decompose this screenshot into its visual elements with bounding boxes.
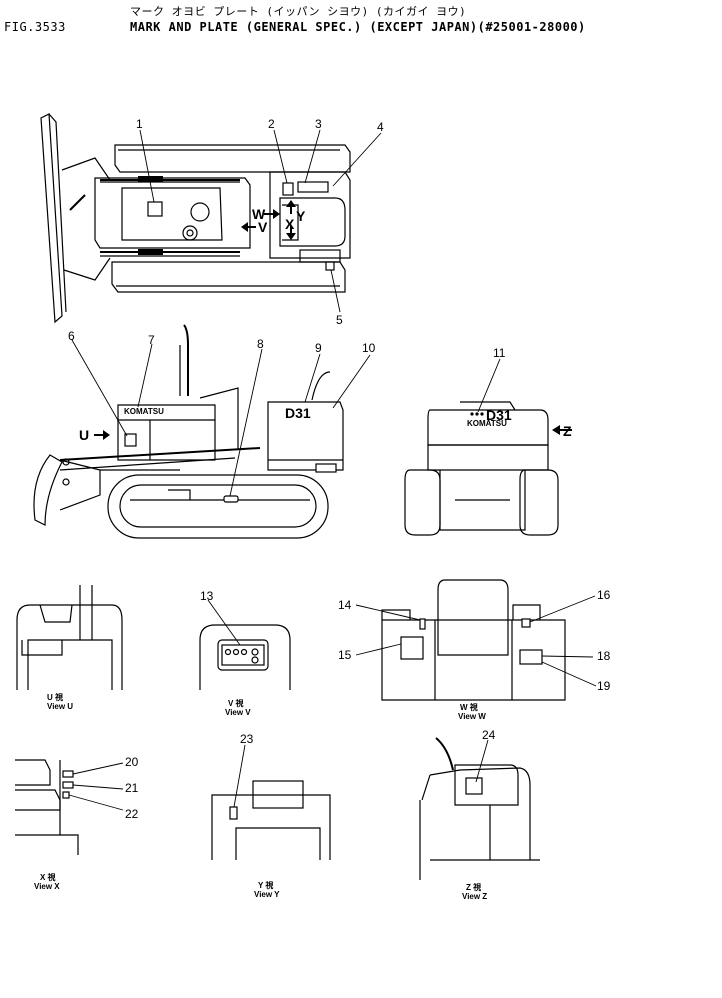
view-w-caption: View W: [458, 712, 486, 721]
view-u-kanji: U 視: [47, 692, 63, 702]
callout-15: 15: [338, 648, 352, 662]
view-x-kanji: X 視: [40, 872, 56, 882]
view-y-caption: View Y: [254, 890, 280, 899]
view-arrow-x-label: X: [285, 216, 295, 232]
model-label-side: D31: [285, 405, 311, 421]
callout-21: 21: [125, 781, 139, 795]
callout-19: 19: [597, 679, 611, 693]
side-view-drawing: [33, 324, 344, 539]
callout-1: 1: [136, 117, 143, 131]
callout-23: 23: [240, 732, 254, 746]
view-arrow-v-label: V: [258, 219, 268, 235]
view-u-caption: View U: [47, 702, 73, 711]
callout-10: 10: [362, 341, 376, 355]
callout-13: 13: [200, 589, 214, 603]
callout-5: 5: [336, 313, 343, 327]
callout-22: 22: [125, 807, 139, 821]
callout-7: 7: [148, 333, 155, 347]
view-arrow-u-label: U: [79, 427, 89, 443]
callout-2: 2: [268, 117, 275, 131]
view-u-drawing: [16, 585, 123, 690]
view-v-drawing: [199, 624, 291, 690]
view-arrow-y-label: Y: [296, 208, 306, 224]
view-z-caption: View Z: [462, 892, 487, 901]
view-v-caption: View V: [225, 708, 251, 717]
figure-number: FIG.3533: [4, 20, 66, 34]
callout-18: 18: [597, 649, 611, 663]
callout-8: 8: [257, 337, 264, 351]
callout-24: 24: [482, 728, 496, 742]
view-z-drawing: [419, 737, 540, 880]
view-x-drawing: [15, 759, 79, 855]
view-w-kanji: W 視: [460, 702, 478, 712]
figure-title: MARK AND PLATE (GENERAL SPEC.) (EXCEPT J…: [130, 20, 586, 34]
view-y-kanji: Y 視: [258, 880, 273, 890]
view-z-kanji: Z 視: [466, 882, 481, 892]
top-view-drawing: [40, 113, 351, 324]
model-label-rear: D31: [486, 407, 512, 423]
callout-16: 16: [597, 588, 611, 602]
brand-label-rear: KOMATSU: [467, 419, 507, 428]
callout-20: 20: [125, 755, 139, 769]
callout-14: 14: [338, 598, 352, 612]
callout-9: 9: [315, 341, 322, 355]
callout-6: 6: [68, 329, 75, 343]
rear-view-drawing: [404, 401, 572, 536]
view-w-drawing: [381, 579, 566, 701]
brand-label-side: KOMATSU: [124, 407, 164, 416]
view-arrow-w-label: W: [252, 206, 266, 222]
japanese-title: マーク オヨビ プレート (イッパン シヨウ) (カイガイ ヨウ): [130, 5, 467, 18]
callout-4: 4: [377, 120, 384, 134]
view-x-caption: View X: [34, 882, 60, 891]
view-y-drawing: [211, 780, 331, 860]
callout-3: 3: [315, 117, 322, 131]
view-arrow-z-label: Z: [563, 423, 572, 439]
callout-11: 11: [493, 346, 506, 360]
view-v-kanji: V 視: [228, 698, 244, 708]
